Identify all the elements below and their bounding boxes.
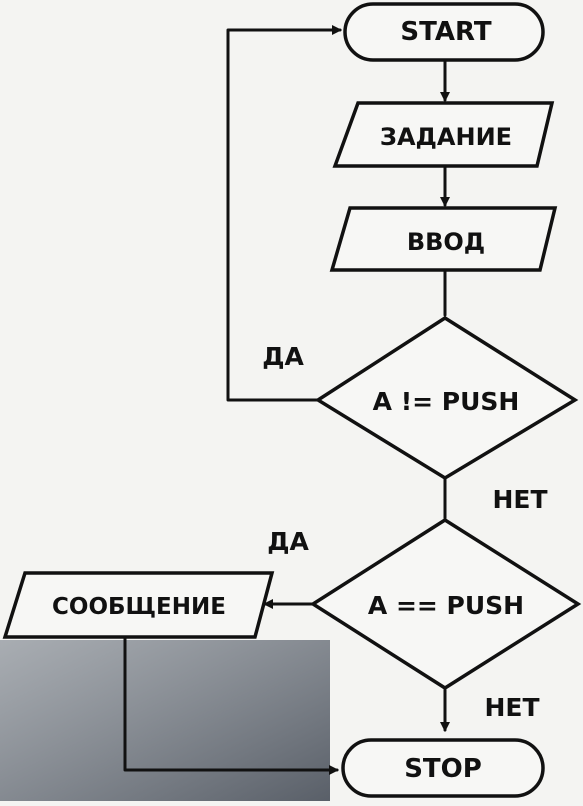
decision2-diamond [309,517,582,691]
decision2-yes-label: ДА [267,527,309,556]
start-terminator [343,2,545,62]
decision1-no-label: НЕТ [492,485,547,514]
message-label: СООБЩЕНИЕ [52,594,226,620]
stop-terminator [341,738,545,798]
connector-message-stop [123,636,339,775]
input-label: ВВОД [407,228,485,256]
connector-loop-back [226,25,342,402]
message-parallelogram [2,571,275,639]
corner-shadow [0,640,330,801]
start-label: START [400,17,491,47]
task-parallelogram [332,101,555,168]
decision2-label: A == PUSH [368,591,524,620]
decision2-no-label: НЕТ [484,693,539,722]
task-label: ЗАДАНИЕ [380,123,512,151]
input-parallelogram [329,206,558,272]
stop-label: STOP [404,754,482,784]
decision1-label: A != PUSH [373,387,520,416]
decision1-diamond [314,315,579,481]
decision1-yes-label: ДА [262,342,304,371]
